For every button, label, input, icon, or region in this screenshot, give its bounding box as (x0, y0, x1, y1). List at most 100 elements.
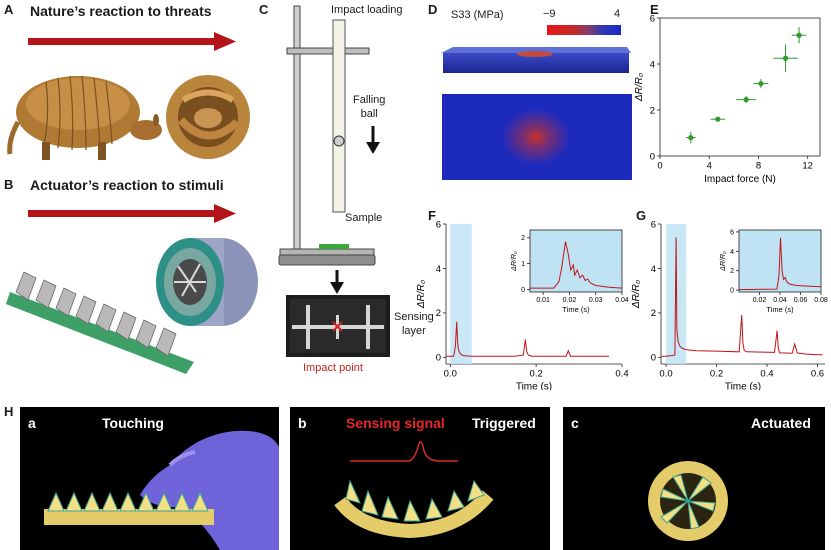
chart-g-inset-xlabel: Time (s) (766, 305, 794, 314)
sensing-layer-line-2: layer (401, 325, 426, 337)
chart-f-ylabel: ΔR/R₀ (416, 280, 427, 309)
panel-c-letter: C (259, 2, 269, 17)
photo-b-triggered-label: Triggered (472, 415, 536, 431)
chart-f-inset-ytick-label: 1 (521, 261, 525, 268)
chart-g-xtick-label: 0.0 (659, 369, 672, 380)
down-arrow-icon-2 (330, 270, 344, 294)
chart-e-point (796, 32, 802, 38)
chart-g-xtick-label: 0.4 (760, 369, 773, 380)
chart-f-inset-ytick-label: 2 (521, 235, 525, 242)
chart-g-inset-ytick-label: 4 (730, 249, 734, 256)
chart-e-point (743, 97, 749, 103)
chart-f-inset-ylabel: ΔR/R₀ (511, 251, 518, 272)
chart-f-inset-xlabel: Time (s) (562, 305, 590, 314)
chart-e-ylabel: ΔR/R₀ (634, 73, 645, 102)
panel-b-letter: B (4, 177, 14, 192)
chart-g-ytick-label: 6 (651, 219, 656, 230)
chart-g-inset-xtick-label: 0.02 (753, 297, 767, 304)
chart-g-xlabel: Time (s) (725, 382, 761, 391)
photo-a-letter: a (28, 415, 36, 431)
colorbar-min: −9 (543, 8, 556, 20)
sensing-layer-line-1: Sensing (394, 311, 434, 323)
down-arrow-icon (366, 126, 380, 154)
chart-g-inset-ytick-label: 2 (730, 268, 734, 275)
chart-f-inset-trace (530, 241, 623, 289)
chart-g-ylabel: ΔR/R₀ (631, 280, 642, 309)
panel-b-title: Actuator’s reaction to stimuli (30, 177, 224, 193)
impact-point-label: Impact point (303, 362, 363, 374)
chart-e-xtick-label: 12 (802, 161, 813, 172)
chart-e-ytick-label: 4 (650, 59, 655, 70)
photo-c: c Actuated (563, 407, 825, 550)
panel-h-letter: H (4, 404, 14, 419)
photo-b: b Sensing signal Triggered (290, 407, 550, 550)
chart-f-xtick-label: 0.4 (615, 369, 628, 380)
panel-e-letter: E (650, 2, 659, 17)
chart-g-inset-ytick-label: 0 (730, 288, 734, 295)
chart-e-frame (659, 17, 821, 157)
panel-b-arrow (28, 204, 236, 223)
photo-c-letter: c (571, 415, 579, 431)
chart-g-inset-trace (738, 237, 822, 291)
drop-test-apparatus (278, 5, 376, 266)
chart-f-shaded-region (450, 224, 472, 364)
chart-e-xtick-label: 8 (756, 161, 761, 172)
sample-label: Sample (345, 212, 383, 224)
actuated-scene (648, 461, 728, 541)
falling-ball-line-1: Falling (353, 94, 386, 106)
chart-g-inset-ylabel: ΔR/R₀ (720, 251, 727, 272)
chart-f-inset-bg (530, 230, 622, 292)
colorbar-max: 4 (614, 8, 621, 20)
sensing-layer-label: Sensing layer (394, 310, 434, 338)
chart-f-inset-xtick-label: 0.02 (563, 297, 577, 304)
triggered-scene (334, 441, 494, 539)
chart-f-ytick-label: 4 (436, 264, 441, 275)
chart-f-xtick-label: 0.0 (444, 369, 457, 380)
panel-a-letter: A (4, 2, 14, 17)
panel-f-letter: F (428, 208, 436, 223)
panel-g-letter: G (636, 208, 647, 223)
chart-e-point (715, 116, 721, 122)
falling-ball-line-2: ball (360, 108, 378, 120)
panel-a-title: Nature’s reaction to threats (30, 3, 212, 19)
touching-scene (44, 430, 279, 550)
chart-g-inset-xtick-label: 0.08 (814, 297, 828, 304)
chart-g-ytick-label: 2 (651, 308, 656, 319)
falling-ball-label: Falling ball (353, 93, 385, 121)
photo-c-label: Actuated (751, 415, 811, 431)
chart-e-point (758, 80, 764, 87)
chart-g-ytick-label: 4 (651, 264, 656, 275)
fem-top-view (442, 94, 632, 180)
photo-b-letter: b (298, 415, 307, 431)
chart-e-point (688, 135, 694, 141)
chart-g-inset-xtick-label: 0.06 (794, 297, 808, 304)
chart-g-inset-xtick-label: 0.04 (773, 297, 787, 304)
panel-a-arrow (28, 32, 236, 51)
photo-a: a Touching (20, 407, 279, 550)
chart-f-inset-xtick-label: 0.04 (615, 297, 629, 304)
chart-f-trace (446, 321, 610, 357)
chart-e-xtick-label: 4 (707, 161, 712, 172)
photo-b-sensing-label: Sensing signal (346, 415, 445, 431)
chart-e-xlabel: Impact force (N) (704, 174, 776, 185)
stress-colorbar (547, 25, 621, 35)
chart-g-inset-ytick-label: 6 (730, 229, 734, 236)
chart-f-xlabel: Time (s) (516, 382, 552, 391)
colorbar-label: S33 (MPa) (451, 9, 504, 21)
chart-f-inset-xtick-label: 0.03 (589, 297, 603, 304)
chart-e-ytick-label: 6 (650, 13, 655, 24)
chart-e-ytick-label: 2 (650, 105, 655, 116)
chart-g-xtick-label: 0.6 (811, 369, 824, 380)
photo-a-label: Touching (102, 415, 164, 431)
armadillo-image (7, 75, 162, 160)
fem-cross-section (441, 47, 631, 73)
actuator-rolled-image (156, 238, 258, 326)
chart-f-inset-xtick-label: 0.01 (536, 297, 550, 304)
chart-g-ytick-label: 0 (651, 353, 656, 364)
chart-f-inset-frame (529, 229, 623, 293)
panel-d-letter: D (428, 2, 438, 17)
chart-g-xtick-label: 0.2 (710, 369, 723, 380)
impact-loading-label: Impact loading (331, 4, 403, 16)
